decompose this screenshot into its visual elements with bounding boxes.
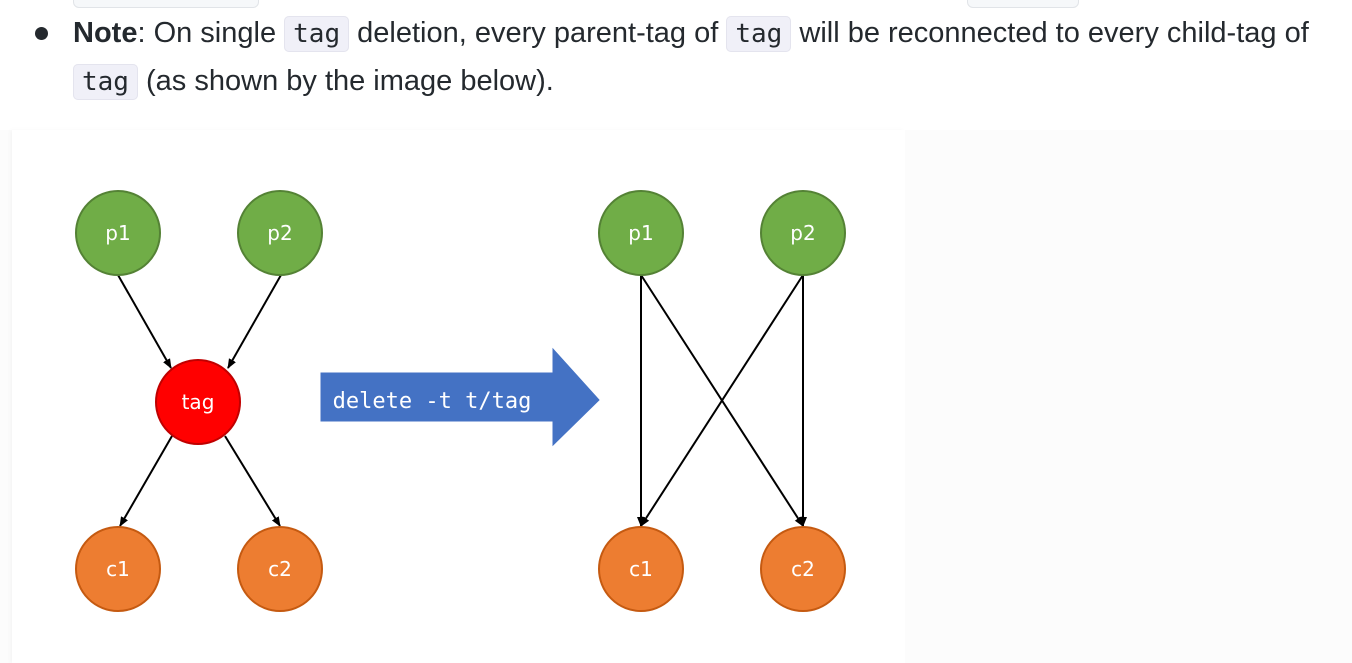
node-label: p2 [790,221,815,245]
node-label: c1 [106,557,130,581]
node-label: p1 [628,221,653,245]
edge-p2-c1 [640,274,804,527]
previous-code-fragment [967,0,1079,8]
node-p1: p1 [598,190,684,276]
note-list: Note: On single tag deletion, every pare… [0,0,1352,106]
note-text: (as shown by the image below). [137,65,554,97]
note-text: deletion, every parent-tag of [349,17,727,49]
previous-code-fragment [73,0,259,8]
node-label: p2 [267,221,292,245]
edge-p1-tag [117,274,172,369]
node-label: c1 [629,557,653,581]
node-c2: c2 [760,526,846,612]
note-text: : On single [137,17,285,49]
node-c2: c2 [237,526,323,612]
node-p2: p2 [237,190,323,276]
node-c1: c1 [75,526,161,612]
inline-code: tag [284,16,350,52]
delete-command-arrow: delete -t t/tag [320,347,600,447]
node-tag: tag [155,359,241,445]
edge-tag-c1 [119,435,173,527]
arrow-label: delete -t t/tag [333,389,532,414]
node-c1: c1 [598,526,684,612]
tag-deletion-diagram: p1 p2 tag c1 c2 delete -t t/tag [12,130,905,663]
edge-p2-tag [227,274,282,369]
note-label: Note [73,17,138,49]
diagram-canvas: p1 p2 tag c1 c2 delete -t t/tag [75,190,846,612]
inline-code: tag [726,16,792,52]
node-label: c2 [268,557,292,581]
note-item: Note: On single tag deletion, every pare… [0,0,1352,106]
node-label: tag [182,390,215,414]
bullet-icon [35,27,48,40]
inline-code: tag [73,64,138,100]
note-text: will be reconnected to every child-tag o… [791,17,1309,49]
node-label: c2 [791,557,815,581]
node-p1: p1 [75,190,161,276]
node-p2: p2 [760,190,846,276]
node-label: p1 [105,221,130,245]
edge-tag-c2 [224,435,281,527]
